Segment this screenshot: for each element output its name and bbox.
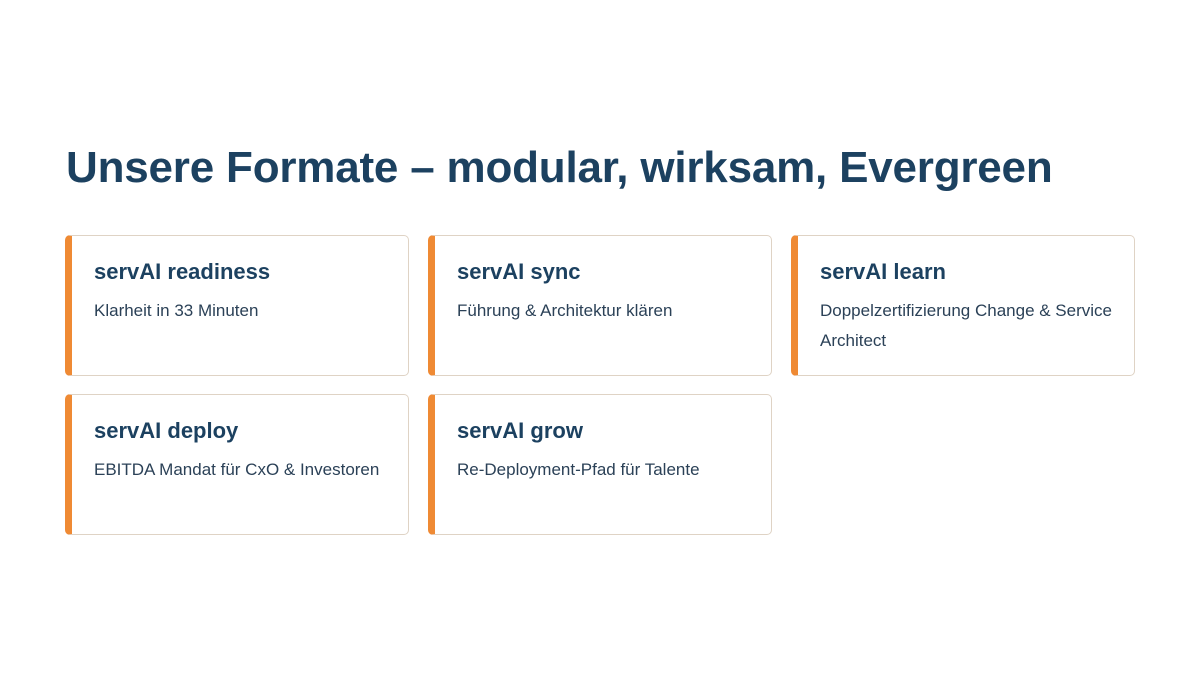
card-title: servAI grow xyxy=(457,418,583,443)
card-description: Doppelzertifizierung Change & Service Ar… xyxy=(820,301,1112,350)
card-description: EBITDA Mandat für CxO & Investoren xyxy=(94,460,380,479)
card-description: Führung & Architektur klären xyxy=(457,301,673,320)
card-title: servAI deploy xyxy=(94,418,239,443)
format-card-deploy: servAI deploy EBITDA Mandat für CxO & In… xyxy=(65,394,409,535)
card-title: servAI readiness xyxy=(94,259,271,284)
format-card-readiness: servAI readiness Klarheit in 33 Minuten xyxy=(65,235,409,376)
format-card-learn: servAI learn Doppelzertifizierung Change… xyxy=(791,235,1135,376)
format-card-grow: servAI grow Re-Deployment-Pfad für Talen… xyxy=(428,394,772,535)
format-cards-grid: servAI readiness Klarheit in 33 Minuten … xyxy=(65,235,1135,535)
card-description: Re-Deployment-Pfad für Talente xyxy=(457,460,700,479)
card-description: Klarheit in 33 Minuten xyxy=(94,301,259,320)
card-title: servAI learn xyxy=(820,259,946,284)
format-card-sync: servAI sync Führung & Architektur klären xyxy=(428,235,772,376)
card-title: servAI sync xyxy=(457,259,581,284)
page-title: Unsere Formate – modular, wirksam, Everg… xyxy=(66,143,1053,192)
